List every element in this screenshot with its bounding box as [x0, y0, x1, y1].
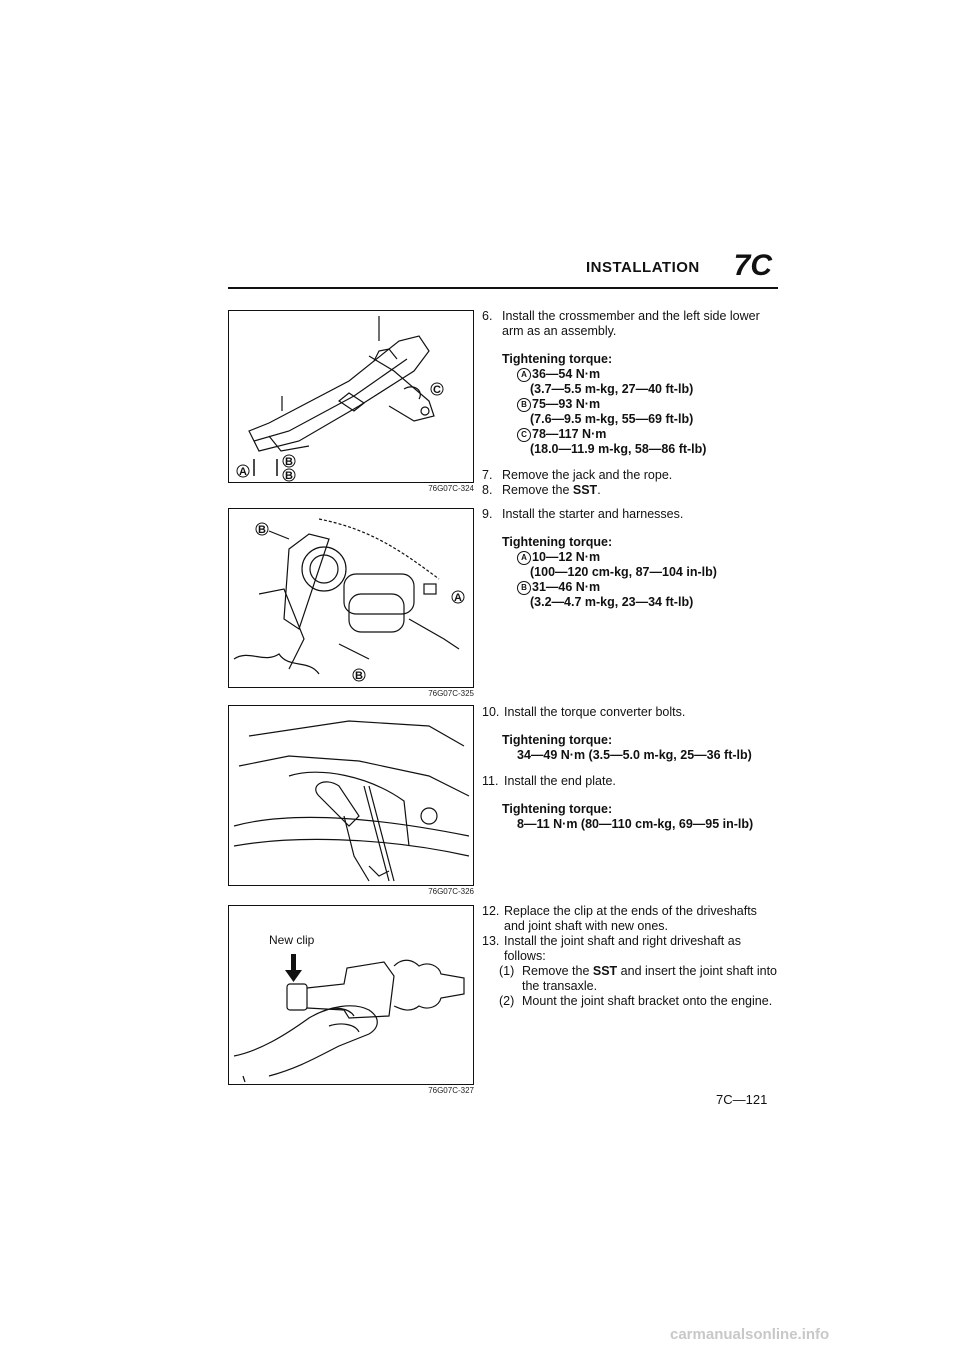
step-11-torque-label: Tightening torque:: [502, 802, 613, 816]
section-title: INSTALLATION: [586, 259, 700, 276]
figure-torque-converter: [228, 705, 474, 886]
crossmember-illustration: A B B C: [236, 316, 444, 482]
step-13: 13.Install the joint shaft and right dri…: [482, 934, 741, 963]
step-10-torque-label: Tightening torque:: [502, 733, 613, 747]
fig2-label-b1: B: [258, 524, 266, 536]
figure-code-326: 76G07C-326: [428, 887, 474, 896]
step-6: 6.Install the crossmember and the left s…: [482, 309, 760, 338]
new-clip-illustration: New clip: [233, 933, 465, 1083]
page-header: INSTALLATION 7C: [586, 249, 772, 283]
step-6-torque-a-detail: (3.7—5.5 m-kg, 27—40 ft-lb): [530, 382, 694, 396]
text-block-steps-10-11: 10.Install the torque converter bolts. T…: [482, 705, 778, 832]
new-clip-callout: New clip: [269, 933, 315, 947]
step-10: 10.Install the torque converter bolts.: [482, 705, 686, 719]
step-9-torque-b-detail: (3.2—4.7 m-kg, 23—34 ft-lb): [530, 595, 694, 609]
figure-crossmember: A B B C: [228, 310, 474, 483]
text-block-step-9: 9.Install the starter and harnesses. Tig…: [482, 507, 778, 610]
fig1-label-b2: B: [285, 470, 293, 482]
step-9-torque-label: Tightening torque:: [502, 535, 613, 549]
watermark: carmanualsonline.info: [670, 1326, 830, 1343]
page-number: 7C—121: [716, 1092, 768, 1107]
step-6-torque-label: Tightening torque:: [502, 352, 613, 366]
fig2-label-b2: B: [355, 670, 363, 682]
step-11-torque-value: 8—11 N·m (80—110 cm-kg, 69—95 in-lb): [517, 817, 754, 831]
text-block-steps-6-8: 6.Install the crossmember and the left s…: [482, 309, 778, 498]
step-8: 8.Remove the SST.: [482, 483, 601, 497]
chapter-number: 7C: [733, 249, 772, 282]
step-11: 11.Install the end plate.: [482, 774, 616, 788]
fig1-label-b1: B: [285, 456, 293, 468]
fig2-label-a: A: [454, 592, 462, 604]
fig1-label-c: C: [433, 384, 441, 396]
step-10-torque-value: 34—49 N·m (3.5—5.0 m-kg, 25—36 ft-lb): [517, 748, 752, 762]
step-9: 9.Install the starter and harnesses.: [482, 507, 684, 521]
fig1-label-a: A: [239, 466, 247, 478]
torque-converter-illustration: [233, 720, 470, 882]
step-7: 7.Remove the jack and the rope.: [482, 468, 673, 482]
figure-new-clip: New clip: [228, 905, 474, 1085]
step-13-1: (1)Remove the SST and insert the joint s…: [499, 964, 778, 993]
figure-code-327: 76G07C-327: [428, 1086, 474, 1095]
figure-code-324: 76G07C-324: [428, 484, 474, 493]
figure-starter: B A B: [228, 508, 474, 688]
starter-illustration: B A B: [233, 518, 465, 682]
text-block-steps-12-13: 12.Replace the clip at the ends of the d…: [482, 904, 778, 1009]
step-9-torque-a-detail: (100—120 cm-kg, 87—104 in-lb): [530, 565, 717, 579]
step-13-2: (2)Mount the joint shaft bracket onto th…: [499, 994, 773, 1008]
step-6-torque-b-detail: (7.6—9.5 m-kg, 55—69 ft-lb): [530, 412, 694, 426]
header-rule: [228, 287, 778, 289]
figure-code-325: 76G07C-325: [428, 689, 474, 698]
step-12: 12.Replace the clip at the ends of the d…: [482, 904, 757, 933]
step-6-torque-c-detail: (18.0—11.9 m-kg, 58—86 ft-lb): [530, 442, 707, 456]
